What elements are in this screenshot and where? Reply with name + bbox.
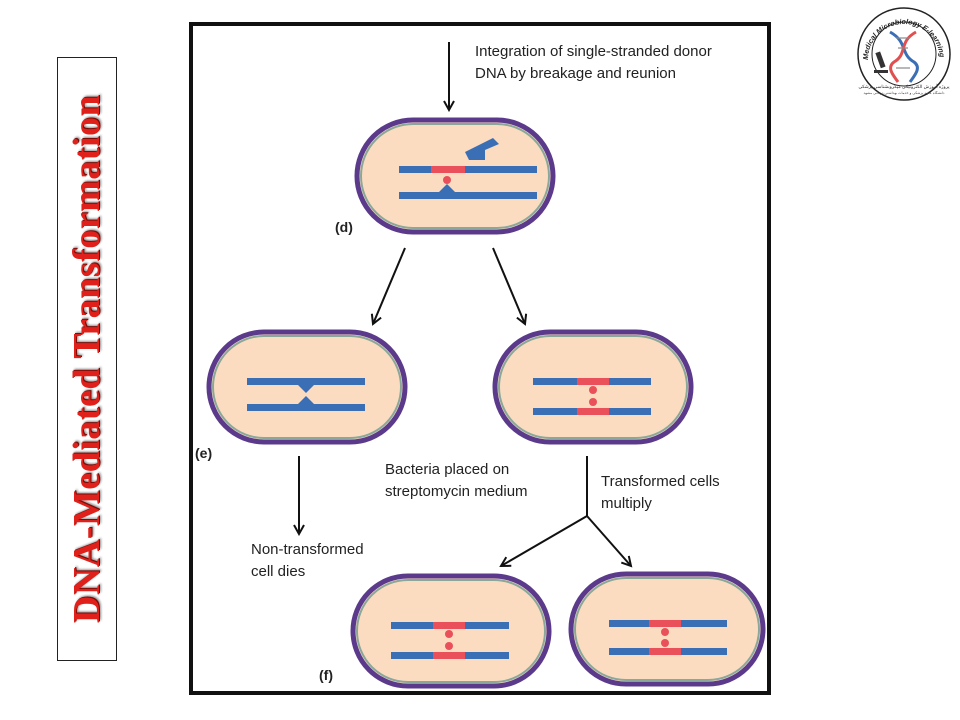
cell-f-right — [568, 571, 766, 687]
arrow-d-to-e — [373, 247, 406, 324]
arrow-d-to-transformed — [492, 247, 525, 324]
chromosome-f-right — [609, 620, 727, 655]
step-d-note-line-2: DNA by breakage and reunion — [475, 65, 676, 82]
donor-dna-fragment — [465, 138, 499, 160]
slide-title: DNA-Mediated Transformation — [66, 94, 108, 624]
logo-persian-line-1: پروژه آموزش الکترونیکی میکروبشناسی پزشکی — [858, 83, 950, 90]
label-d: (d) — [335, 219, 353, 235]
step-d-note: Integration of single-stranded donor DNA… — [475, 43, 716, 82]
label-f: (f) — [319, 667, 333, 683]
chromosome-d — [399, 166, 537, 199]
arrow-to-f-right — [586, 515, 631, 566]
chromosome-e — [247, 378, 365, 411]
chromosome-transformed — [533, 378, 651, 415]
cell-f-left — [350, 573, 552, 689]
step-d-note-line-1: Integration of single-stranded donor — [475, 43, 712, 60]
transformed-note-line-2: multiply — [601, 495, 652, 512]
dna-helix-icon — [889, 30, 919, 83]
dies-note-line-1: Non-transformed — [251, 541, 364, 558]
diagram-panel: Integration of single-stranded donor DNA… — [189, 22, 771, 695]
transformation-diagram: Integration of single-stranded donor DNA… — [195, 42, 766, 689]
project-logo: Medical Microbiology E-learning Project … — [852, 2, 951, 101]
transformed-note: Transformed cells multiply — [601, 473, 724, 512]
logo-persian-line-2: دانشگاه علوم پزشکی و خدمات بهداشتی درمان… — [863, 90, 944, 95]
medium-note-line-2: streptomycin medium — [385, 483, 528, 500]
chromosome-f-left — [391, 622, 509, 659]
cell-e — [206, 329, 408, 445]
cell-transformed — [492, 329, 694, 445]
label-e: (e) — [195, 445, 212, 461]
dies-note-line-2: cell dies — [251, 563, 305, 580]
microscope-icon — [874, 51, 888, 73]
medium-note: Bacteria placed on streptomycin medium — [385, 461, 528, 500]
slide-title-frame: DNA-Mediated Transformation — [57, 57, 117, 661]
transformed-note-line-1: Transformed cells — [601, 473, 720, 490]
arrow-to-f-left — [501, 515, 588, 566]
dies-note: Non-transformed cell dies — [251, 541, 368, 580]
cell-d — [354, 117, 556, 235]
medium-note-line-1: Bacteria placed on — [385, 461, 509, 478]
